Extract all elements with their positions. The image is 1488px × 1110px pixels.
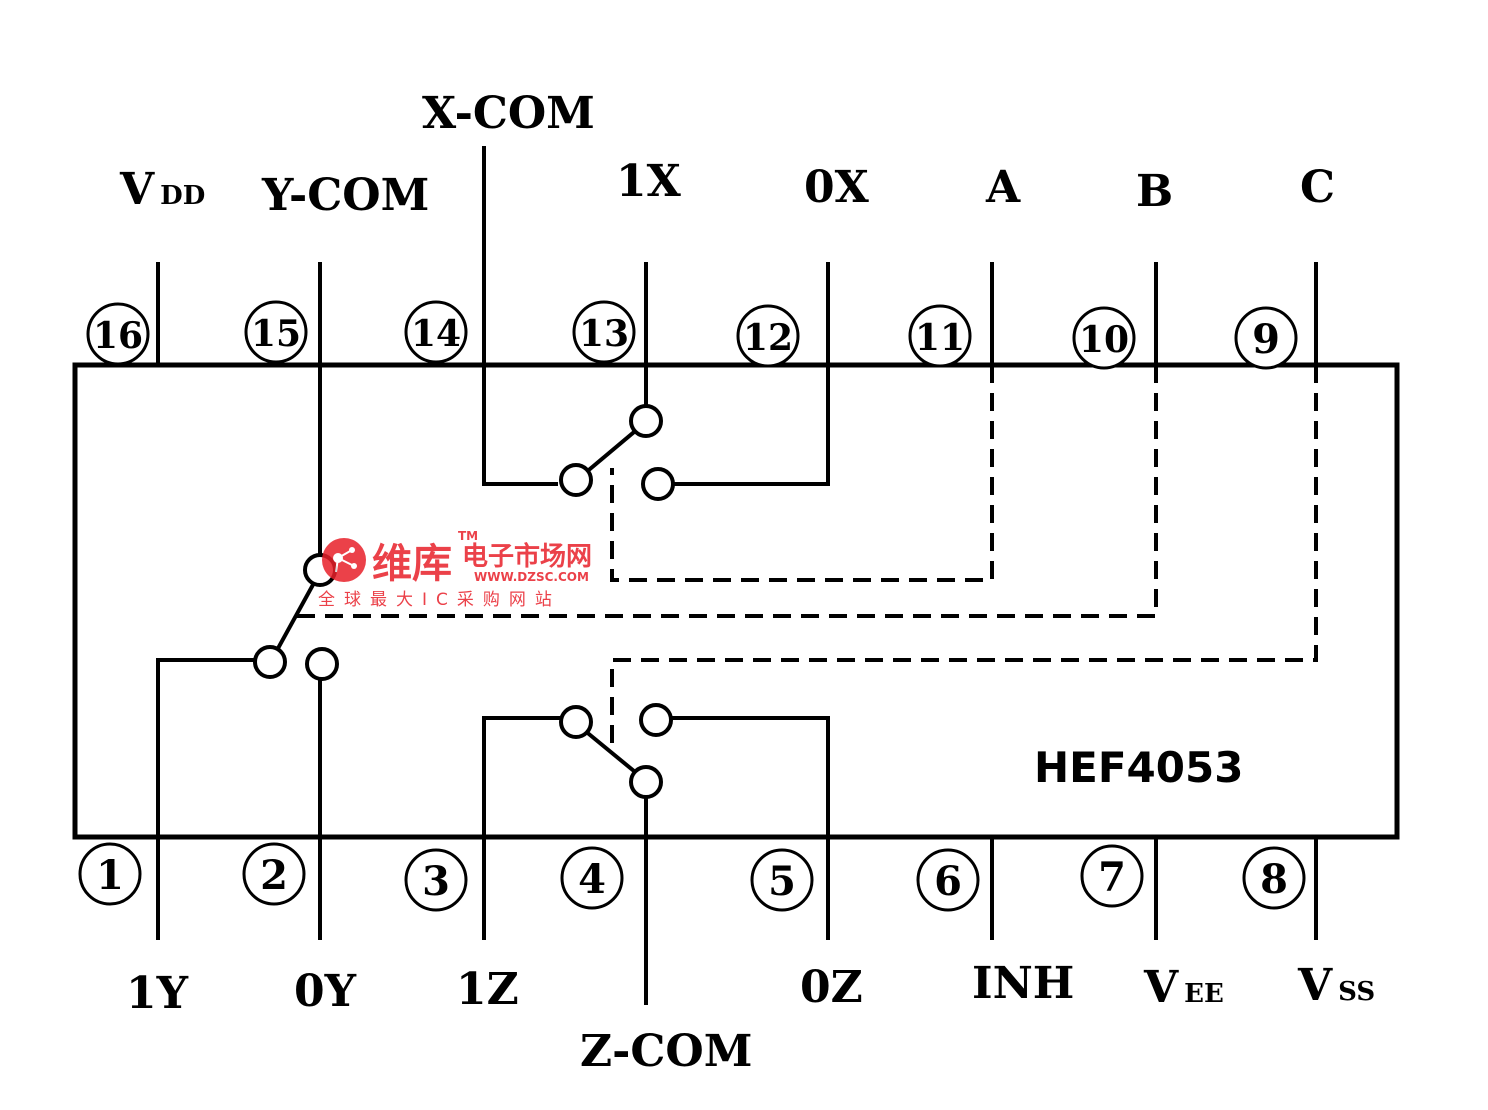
watermark-tagline: 电子市场网 bbox=[462, 541, 592, 572]
switch-z-arm bbox=[582, 728, 642, 778]
lead-pin-14 bbox=[482, 146, 558, 486]
label-x-com: X-COM bbox=[422, 88, 595, 139]
label-0x: 0X bbox=[804, 162, 870, 213]
label-0y: 0Y bbox=[294, 966, 357, 1017]
label-c: C bbox=[1300, 162, 1335, 213]
lead-pin-1 bbox=[156, 658, 256, 940]
chip-body bbox=[72, 362, 1400, 840]
lead-pin-3 bbox=[482, 716, 560, 940]
watermark-logo-icon bbox=[322, 538, 366, 582]
label-z-com: Z-COM bbox=[580, 1026, 752, 1077]
svg-text:15: 15 bbox=[251, 313, 301, 355]
switch-z-1-node bbox=[559, 705, 593, 739]
label-1z: 1Z bbox=[456, 964, 519, 1015]
pin-number-16: 16 bbox=[86, 302, 150, 366]
label-0z: 0Z bbox=[800, 962, 863, 1013]
pin-number-11: 11 bbox=[908, 304, 972, 368]
label-a: A bbox=[985, 162, 1021, 213]
label-inh: INH bbox=[972, 958, 1074, 1009]
label-b: B bbox=[1136, 166, 1173, 217]
pin-number-6: 6 bbox=[916, 848, 980, 912]
switch-x-0-node bbox=[641, 467, 675, 501]
pin-number-12: 12 bbox=[736, 304, 800, 368]
svg-text:8: 8 bbox=[1260, 856, 1288, 903]
svg-text:5: 5 bbox=[768, 858, 796, 905]
control-line-c bbox=[610, 365, 1318, 752]
watermark-slogan: 全球最大IC采购网站 bbox=[318, 590, 561, 610]
svg-text:3: 3 bbox=[422, 858, 450, 905]
control-line-a bbox=[610, 365, 994, 582]
pin-number-4: 4 bbox=[560, 846, 624, 910]
lead-pin-5 bbox=[672, 716, 830, 940]
pin-number-8: 8 bbox=[1242, 846, 1306, 910]
label-1x: 1X bbox=[616, 156, 682, 207]
pin-number-7: 7 bbox=[1080, 844, 1144, 908]
pin-number-14: 14 bbox=[404, 300, 468, 364]
watermark: 维库 TM 电子市场网 WWW.DZSC.COM 全球最大IC采购网站 bbox=[318, 529, 592, 610]
lead-pin-12 bbox=[674, 262, 830, 486]
label-y-com: Y-COM bbox=[261, 170, 429, 221]
svg-text:11: 11 bbox=[915, 317, 965, 359]
switch-y-1-node bbox=[253, 645, 287, 679]
pin-number-3: 3 bbox=[404, 848, 468, 912]
pin-number-5: 5 bbox=[750, 848, 814, 912]
svg-text:9: 9 bbox=[1252, 316, 1280, 363]
svg-text:13: 13 bbox=[579, 313, 629, 355]
svg-text:2: 2 bbox=[260, 852, 288, 899]
switch-x-common-node bbox=[629, 404, 663, 438]
svg-text:16: 16 bbox=[93, 315, 143, 357]
chip-part-number: HEF4053 bbox=[1034, 743, 1243, 792]
switch-z-common-node bbox=[629, 765, 663, 799]
svg-text:12: 12 bbox=[743, 317, 793, 359]
watermark-brand: 维库 bbox=[372, 541, 452, 587]
watermark-tm: TM bbox=[458, 529, 478, 543]
svg-text:1: 1 bbox=[96, 852, 124, 899]
svg-text:10: 10 bbox=[1079, 319, 1129, 361]
svg-text:4: 4 bbox=[578, 856, 606, 903]
pin-number-13: 13 bbox=[572, 300, 636, 364]
svg-text:14: 14 bbox=[411, 313, 461, 355]
pin-number-15: 15 bbox=[244, 300, 308, 364]
control-line-b bbox=[296, 365, 1158, 618]
label-1y: 1Y bbox=[126, 968, 189, 1019]
switch-z-0-node bbox=[639, 703, 673, 737]
switch-x-1-node bbox=[559, 463, 593, 497]
pin-number-9: 9 bbox=[1234, 306, 1298, 370]
switch-y-0-node bbox=[305, 647, 339, 681]
watermark-url: WWW.DZSC.COM bbox=[474, 570, 589, 584]
pin-number-10: 10 bbox=[1072, 306, 1136, 370]
svg-text:6: 6 bbox=[934, 858, 962, 905]
svg-text:7: 7 bbox=[1098, 854, 1126, 901]
pin-number-2: 2 bbox=[242, 842, 306, 906]
pin-number-1: 1 bbox=[78, 842, 142, 906]
